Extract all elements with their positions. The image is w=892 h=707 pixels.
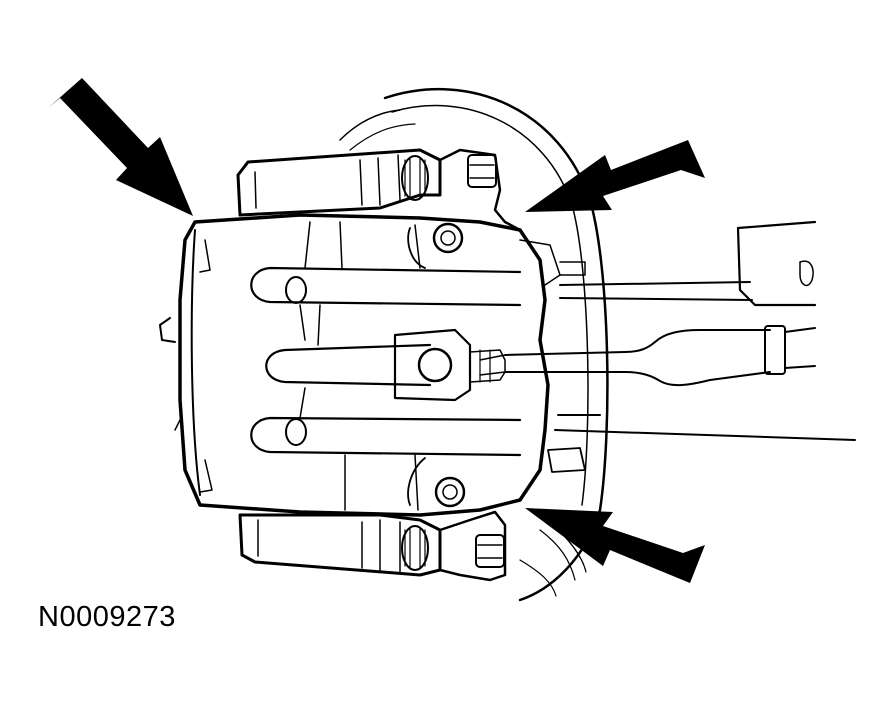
arrow-down-right-icon [48,78,193,216]
upper-pad-carrier [236,148,522,232]
callout-arrows [48,78,705,583]
lower-pad-carrier [238,447,586,582]
figure-id-label: N0009273 [38,601,176,633]
arrow-down-left-icon [525,140,705,212]
caliper-body [159,213,586,517]
brake-hose [479,325,816,387]
knuckle-arm [554,220,856,441]
arrow-up-left-icon [525,508,705,583]
